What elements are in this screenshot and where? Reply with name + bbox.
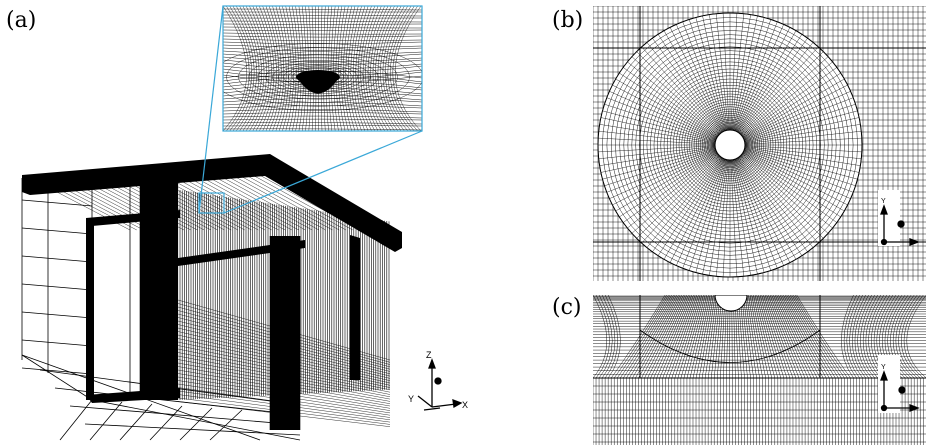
- axis-label-y-c: Y: [881, 364, 886, 371]
- panel-label-c: (c): [552, 295, 582, 320]
- axis-label-y: Y: [408, 394, 414, 404]
- zoom-callout: [198, 5, 423, 214]
- axis-label-x: X: [462, 400, 468, 410]
- axis-triad-a: [417, 358, 463, 411]
- leader-line-left: [198, 5, 224, 214]
- panel-a-mesh: [21, 154, 402, 441]
- panel-b-mesh: [593, 6, 926, 281]
- cylinder-hole-c: [714, 295, 748, 312]
- leader-line-right: [223, 130, 423, 214]
- axis-triad-c: [878, 355, 920, 413]
- axis-label-z: Z: [426, 350, 432, 360]
- axis-label-y-b: Y: [881, 198, 886, 205]
- zoom-inset: [223, 6, 422, 131]
- inset-hole-body: [298, 79, 338, 94]
- zoom-source-box: [198, 192, 225, 214]
- panel-label-a: (a): [6, 8, 37, 33]
- cylinder-hole-b: [714, 129, 746, 161]
- panel-label-b: (b): [552, 8, 584, 33]
- panel-c-mesh: [593, 295, 926, 445]
- axis-triad-b: [878, 190, 920, 246]
- outer-wireframe: [21, 178, 301, 441]
